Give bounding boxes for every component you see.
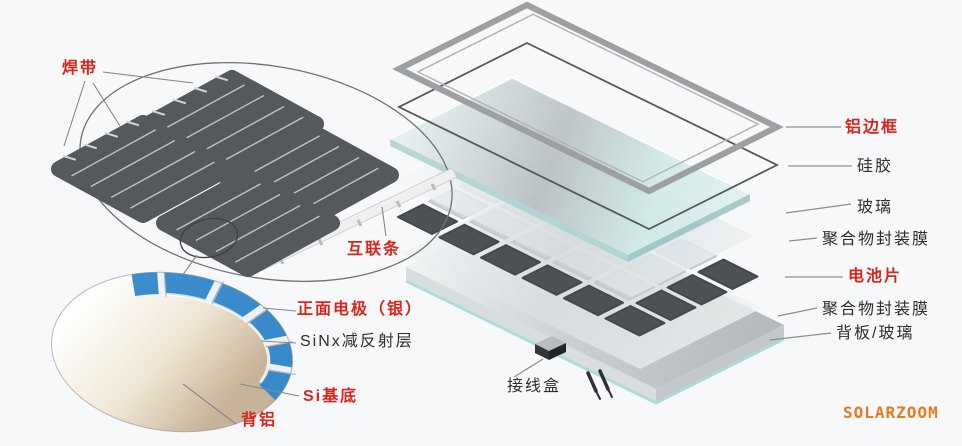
cell-ribbon-line [160, 84, 245, 132]
ribbon-stub [62, 154, 77, 161]
ribbon-stub [214, 75, 229, 82]
solar-cell-dark [521, 264, 583, 296]
label-glass: 玻璃 [857, 199, 894, 216]
silicone-frame [396, 41, 780, 231]
wafer-rim [51, 271, 293, 433]
magnified-cells [51, 70, 399, 277]
label-frame: 铝边框 [845, 119, 900, 136]
ribbon-stub [172, 98, 187, 105]
cell-ribbon-line [195, 193, 281, 242]
solar-cell-dark [666, 274, 728, 306]
module-exploded-stack [389, 1, 852, 405]
solar-cell-dark [563, 284, 624, 317]
cell-ribbon-line [219, 116, 304, 164]
stack-leader-lines [513, 126, 852, 378]
ribbon-stub [151, 109, 166, 116]
aluminum-frame [392, 1, 784, 195]
detail-highlight-circle [179, 217, 239, 259]
magnifier-leader-lines [63, 71, 387, 288]
label-ribbon: 焊带 [62, 60, 99, 77]
label-front-electrode: 正面电极（银） [297, 301, 424, 318]
label-backsheet: 背板/玻璃 [836, 325, 915, 342]
label-silicone: 硅胶 [857, 158, 894, 175]
cell-ribbon-line [215, 204, 301, 253]
junction-box [535, 336, 566, 360]
label-arc-layer: SiNx减反射层 [300, 333, 414, 350]
cross-section-leader-lines [182, 307, 300, 425]
label-encapsulant-top: 聚合物封装膜 [822, 231, 931, 248]
ribbon-stub [193, 86, 208, 93]
cell-ribbon-line [71, 129, 156, 177]
solar-cell-dark [635, 289, 697, 321]
ribbon-stub [83, 143, 98, 150]
label-back-aluminum: 背铝 [241, 412, 278, 429]
solar-cell-dark [438, 223, 500, 256]
solar-cell-dark [604, 305, 666, 337]
rear-encapsulant-layer [402, 192, 762, 369]
ribbon-stub [104, 131, 119, 138]
cell-magnifier [51, 61, 458, 288]
cell-ribbon-line [235, 215, 320, 263]
label-interconnect: 互联条 [347, 241, 402, 258]
electrode-strip-shadows [163, 271, 297, 376]
ribbon-stub [125, 120, 140, 127]
cell-ribbon-line [90, 139, 176, 188]
magnified-solar-cell [156, 169, 340, 277]
solarzoom-watermark: SOLARZOOM [843, 403, 939, 422]
label-encapsulant-bottom: 聚合物封装膜 [822, 301, 931, 318]
label-cell: 电池片 [848, 268, 903, 285]
cell-ribbon-line [176, 183, 261, 231]
label-substrate: Si基底 [303, 388, 359, 405]
solar-cell-dark [480, 244, 541, 276]
cross-section-magnifier [51, 268, 300, 433]
cell-ribbon-line [179, 94, 265, 143]
cell-ribbon-line [199, 105, 285, 154]
cell-ribbon-line [110, 150, 196, 199]
cell-ribbon-line [130, 161, 215, 209]
label-junction-box: 接线盒 [507, 378, 562, 395]
connector-cables [586, 369, 613, 400]
solar-cell-dark [697, 258, 759, 290]
front-electrode-strips [156, 268, 295, 375]
